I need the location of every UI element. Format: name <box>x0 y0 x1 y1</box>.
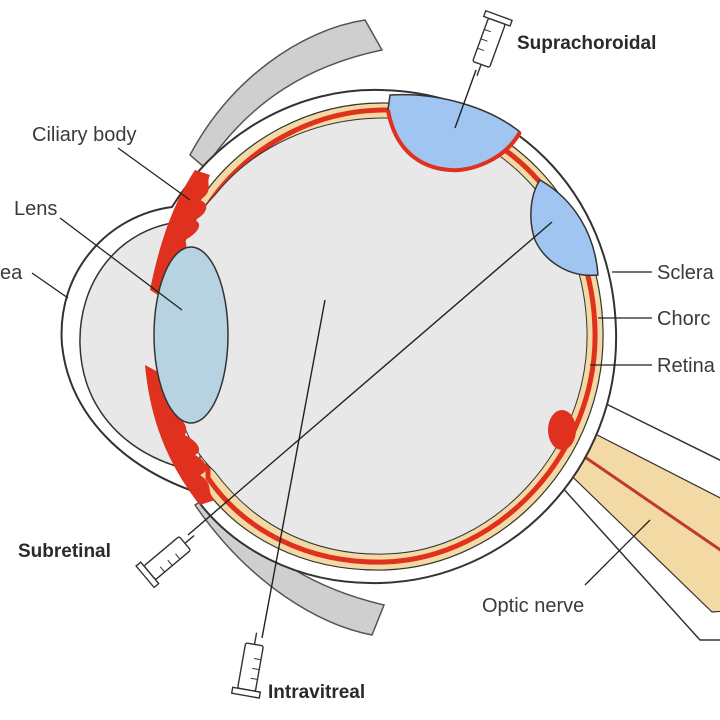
label-suprachoroidal: Suprachoroidal <box>517 33 656 54</box>
suprachoroidal-bleb-edge <box>386 109 522 173</box>
label-choroid: Chorc <box>657 308 710 330</box>
syringe-icon-intravitreal <box>230 632 264 699</box>
label-intravitreal: Intravitreal <box>268 682 365 703</box>
syringe-icon-suprachoroidal <box>472 9 513 76</box>
label-ciliary-body: Ciliary body <box>32 124 136 146</box>
optic-nerve-vessel <box>559 438 720 552</box>
syringe-icon-subretinal <box>135 535 195 589</box>
label-optic-nerve: Optic nerve <box>482 595 584 617</box>
lens <box>153 246 229 424</box>
optic-disc <box>548 410 576 450</box>
subretinal-injection-line <box>187 221 553 536</box>
ciliary-body-lower <box>145 365 215 505</box>
subretinal-bleb <box>530 179 599 277</box>
label-cornea: ea <box>0 262 23 284</box>
vitreous-body <box>167 117 588 555</box>
upper-eyelid <box>189 19 384 170</box>
intravitreal-injection-line <box>261 299 326 639</box>
leader-ciliary-body <box>117 147 191 201</box>
label-lens: Lens <box>14 198 57 220</box>
leader-optic-nerve <box>584 519 651 586</box>
label-sclera: Sclera <box>657 262 715 284</box>
label-retina: Retina <box>657 355 716 377</box>
label-subretinal: Subretinal <box>18 541 111 562</box>
ciliary-body-upper <box>150 170 210 295</box>
leader-lens <box>59 217 183 311</box>
leader-cornea <box>31 272 69 299</box>
suprachoroidal-injection-line <box>454 69 477 129</box>
